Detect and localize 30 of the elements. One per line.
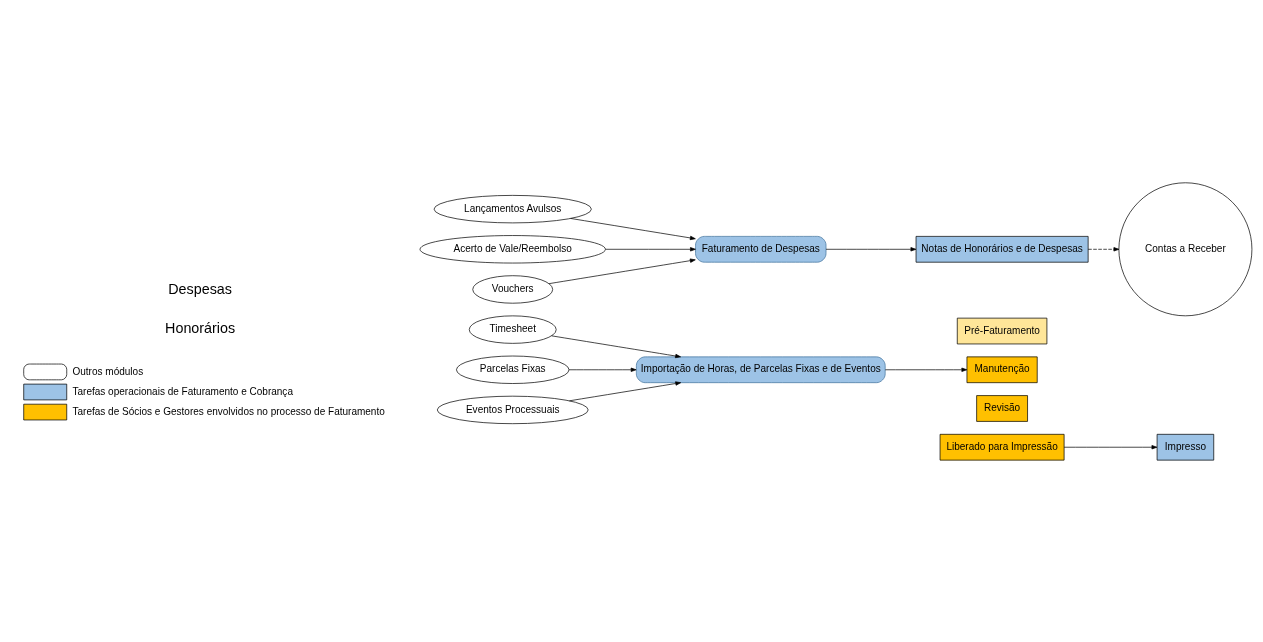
node-box: Liberado para Impressão [939, 433, 1065, 460]
legend-label: Tarefas operacionais de Faturamento e Cobrança [72, 385, 293, 397]
node-box: Notas de Honorários e de Despesas [915, 235, 1089, 263]
legend-label: Tarefas de Sócios e Gestores envolvidos no processo de Faturamento [72, 405, 385, 417]
arrow [568, 367, 637, 372]
node-box: Faturamento de Despesas [695, 235, 827, 263]
node-ellipse: Eventos Processuais [436, 395, 589, 424]
node-ellipse: Vouchers [472, 274, 554, 304]
arrow [825, 246, 917, 251]
node-box: Pré-Faturamento [956, 317, 1048, 344]
arrow [570, 217, 696, 240]
label: Honorários [165, 319, 236, 336]
node-box: Manutenção [966, 356, 1038, 383]
node-circle: Contas a Receber [1118, 181, 1253, 316]
arrow [569, 380, 682, 401]
node-ellipse: Lançamentos Avulsos [433, 194, 592, 223]
arrow [551, 335, 681, 358]
arrow [884, 367, 968, 372]
arrow [1087, 246, 1120, 251]
legend-label: Outros módulos [72, 365, 144, 377]
arrow [1063, 444, 1158, 449]
node-ellipse: Parcelas Fixas [456, 355, 570, 384]
node-box: Impresso [1156, 433, 1215, 460]
node-ellipse: Acerto de Vale/Reembolso [419, 234, 606, 263]
node-box: Importação de Horas, de Parcelas Fixas e de Eventos [636, 356, 886, 383]
node-box: Revisão [976, 394, 1028, 422]
arrow [548, 258, 696, 284]
arrow [605, 246, 696, 251]
node-ellipse: Timesheet [468, 315, 557, 344]
label: Despesas [168, 280, 232, 297]
